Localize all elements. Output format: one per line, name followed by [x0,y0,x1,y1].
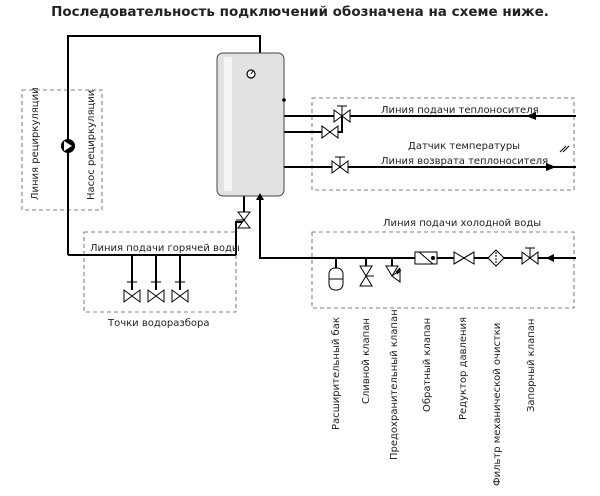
shutoff-valve-icon [521,247,539,265]
component-label-safety-valve: Предохранительный клапан [389,309,400,460]
page-title: Последовательность подключений обозначен… [51,4,549,20]
draw-off-tap-3 [171,281,189,303]
coolant-branch-valve [321,125,339,139]
cold-water-supply-label: Линия подачи холодной воды [383,218,541,229]
hot-water-outlet-valve [236,211,251,229]
component-label-pressure-reducer: Редуктор давления [458,317,469,420]
recirculation-pump-icon [61,139,75,153]
coolant-return-label: Линия возврата теплоносителя [381,156,548,167]
cold-water-flow-arrow [546,254,554,262]
expansion-tank-icon [328,267,344,291]
coolant-supply-label: Линия подачи теплоносителя [381,105,539,116]
component-label-check-valve: Обратный клапан [422,318,433,412]
mechanical-filter-icon [487,249,505,267]
coolant-return-valve [331,156,349,174]
coolant-group-box [311,97,575,191]
safety-valve-icon [385,265,402,283]
coolant-return-arrow [546,163,556,171]
hot-water-supply-label: Линия подачи горячей воды [90,243,240,254]
draw-off-tap-1 [123,281,141,303]
recirculation-pump-label: Насос рециркуляции [86,90,97,200]
water-heater-tank [216,52,286,197]
component-label-drain-valve: Сливной клапан [361,318,372,404]
temperature-sensor-label: Датчик температуры [408,141,520,152]
cold-water-group-box [311,231,575,309]
coolant-supply-valve [333,105,351,123]
hot-water-group-box [83,231,237,313]
drain-valve-icon [359,265,374,287]
component-label-shutoff-valve: Запорный клапан [526,319,537,412]
component-label-mechanical-filter: Фильтр механической очистки [492,323,503,486]
component-label-expansion-tank: Расширительный бак [331,317,342,430]
coolant-supply-branch-pipe [284,116,343,133]
draw-off-tap-2 [147,281,165,303]
pressure-reducer-icon [453,251,475,265]
hot-water-riser-pipe [235,196,245,255]
coolant-supply-arrow [526,112,536,120]
recirculation-group-box [21,89,103,211]
temperature-sensor-icon [559,145,570,153]
cold-inlet-arrow [256,193,264,200]
check-valve-icon [414,251,438,265]
recirculation-line-label: Линия рециркуляции [30,87,41,200]
draw-off-points-label: Точки водоразбора [107,318,209,329]
